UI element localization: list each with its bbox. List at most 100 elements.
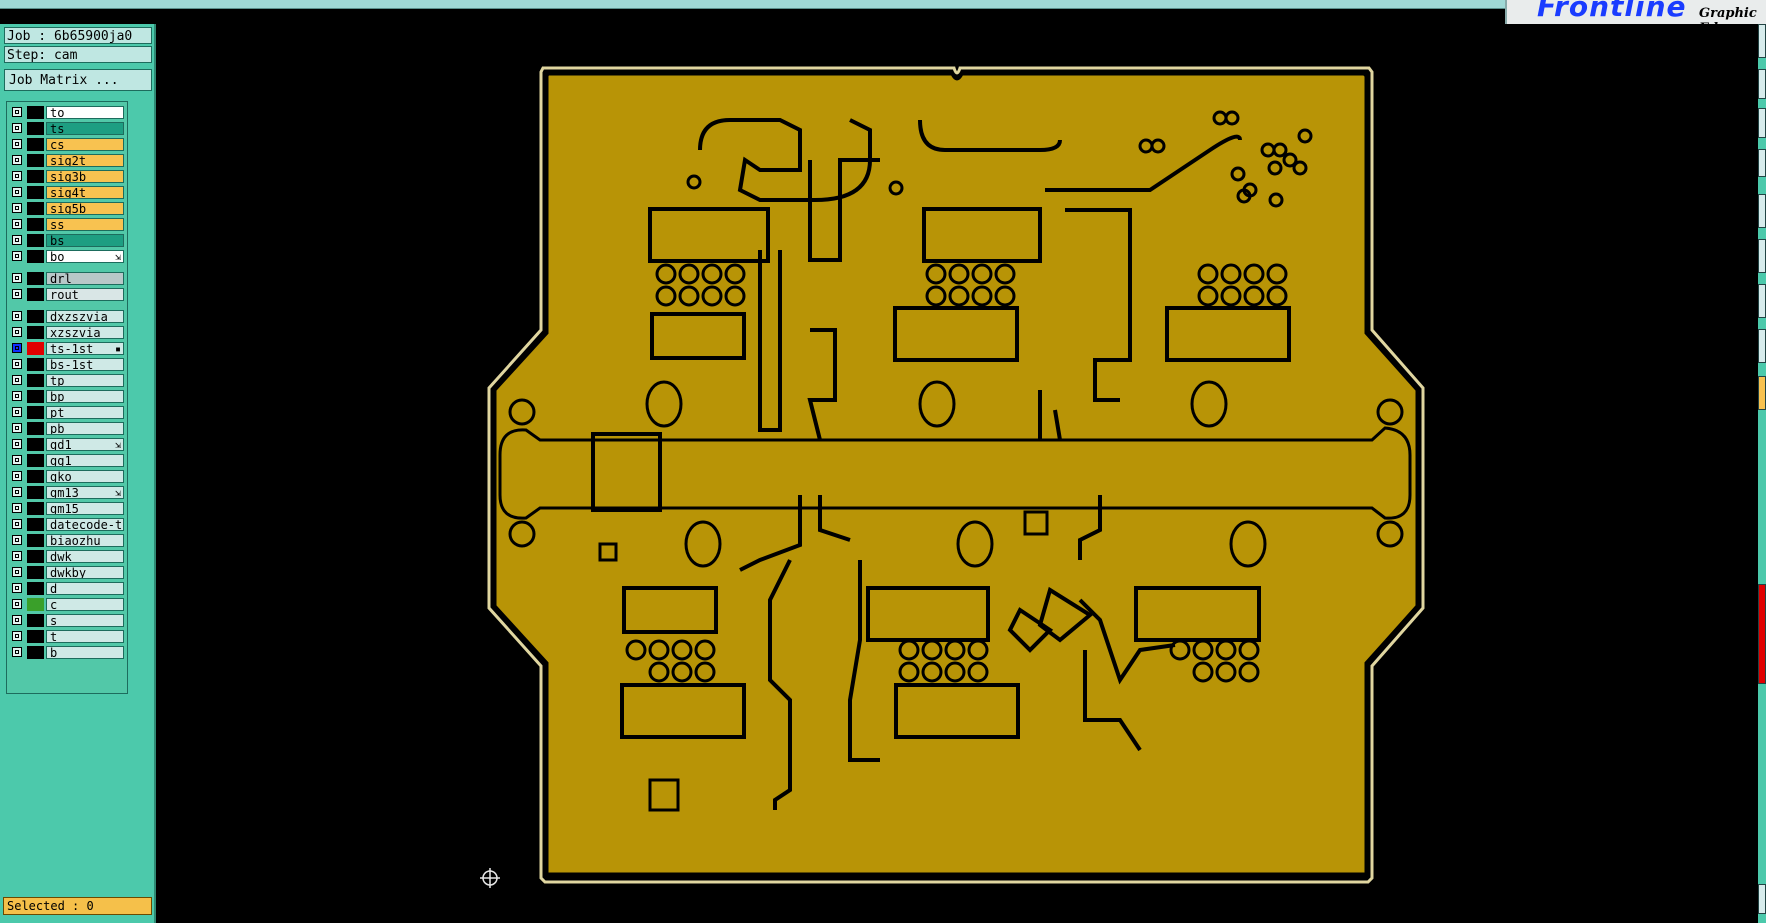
layer-checkbox[interactable] [12, 519, 22, 529]
layer-color-swatch[interactable] [27, 138, 44, 151]
layer-name[interactable]: rout [46, 288, 124, 301]
layer-color-swatch[interactable] [27, 614, 44, 627]
layer-checkbox[interactable] [12, 235, 22, 245]
layer-checkbox[interactable] [12, 375, 22, 385]
layer-row-gm13[interactable]: gm13⇲ [9, 485, 124, 500]
layer-name[interactable]: s [46, 614, 124, 627]
layer-checkbox[interactable] [12, 407, 22, 417]
layer-checkbox[interactable] [12, 123, 22, 133]
layer-color-swatch[interactable] [27, 234, 44, 247]
layer-checkbox[interactable] [12, 187, 22, 197]
layer-color-swatch[interactable] [27, 422, 44, 435]
layer-checkbox[interactable] [12, 583, 22, 593]
layer-row-ss[interactable]: ss [9, 217, 124, 232]
layer-color-swatch[interactable] [27, 202, 44, 215]
layer-name[interactable]: to [46, 106, 124, 119]
layer-row-bs-1st[interactable]: bs-1st [9, 357, 124, 372]
layer-name[interactable]: sig4t [46, 186, 124, 199]
layer-checkbox[interactable] [12, 107, 22, 117]
layer-row-drl[interactable]: drl [9, 271, 124, 286]
layer-row-ts-1st[interactable]: ts-1st▪ [9, 341, 124, 356]
layer-name[interactable]: dwkby [46, 566, 124, 579]
layer-checkbox[interactable] [12, 487, 22, 497]
layer-color-swatch[interactable] [27, 186, 44, 199]
layer-checkbox[interactable] [12, 203, 22, 213]
layer-name[interactable]: gko [46, 470, 124, 483]
layer-checkbox[interactable] [12, 251, 22, 261]
layer-color-swatch[interactable] [27, 218, 44, 231]
layer-row-gd1[interactable]: gd1⇲ [9, 437, 124, 452]
layer-color-swatch[interactable] [27, 358, 44, 371]
layer-name[interactable]: bp [46, 390, 124, 403]
layer-row-bp[interactable]: bp [9, 389, 124, 404]
layer-name[interactable]: ss [46, 218, 124, 231]
layer-color-swatch[interactable] [27, 390, 44, 403]
layer-checkbox[interactable] [12, 391, 22, 401]
job-matrix-button[interactable]: Job Matrix ... [4, 69, 152, 91]
layer-color-swatch[interactable] [27, 630, 44, 643]
layer-color-swatch[interactable] [27, 122, 44, 135]
layer-name[interactable]: cs [46, 138, 124, 151]
layer-checkbox[interactable] [12, 273, 22, 283]
layer-checkbox[interactable] [12, 567, 22, 577]
layer-checkbox[interactable] [12, 615, 22, 625]
layer-row-dxzszvia[interactable]: dxzszvia [9, 309, 124, 324]
layer-row-xzszvia[interactable]: xzszvia [9, 325, 124, 340]
layer-name[interactable]: bs-1st [46, 358, 124, 371]
layer-checkbox[interactable] [12, 139, 22, 149]
layer-row-datecode-to[interactable]: datecode-to [9, 517, 124, 532]
layer-name[interactable]: biaozhu [46, 534, 124, 547]
layer-checkbox[interactable] [12, 171, 22, 181]
layer-name[interactable]: dwk [46, 550, 124, 563]
layer-row-b[interactable]: b [9, 645, 124, 660]
layer-row-c[interactable]: c [9, 597, 124, 612]
layer-checkbox[interactable] [12, 155, 22, 165]
layer-name[interactable]: bs [46, 234, 124, 247]
layer-row-dwkby[interactable]: dwkby [9, 565, 124, 580]
layer-name[interactable]: ts [46, 122, 124, 135]
layer-name[interactable]: sig5b [46, 202, 124, 215]
layer-checkbox[interactable] [12, 631, 22, 641]
layer-color-swatch[interactable] [27, 486, 44, 499]
layer-checkbox[interactable] [12, 219, 22, 229]
layer-checkbox[interactable] [12, 471, 22, 481]
layer-row-dwk[interactable]: dwk [9, 549, 124, 564]
layer-color-swatch[interactable] [27, 582, 44, 595]
layer-name[interactable]: drl [46, 272, 124, 285]
layer-name[interactable]: dxzszvia [46, 310, 124, 323]
layer-row-sig2t[interactable]: sig2t [9, 153, 124, 168]
layer-color-swatch[interactable] [27, 310, 44, 323]
layer-checkbox[interactable] [12, 439, 22, 449]
layer-checkbox[interactable] [12, 343, 22, 353]
layer-color-swatch[interactable] [27, 566, 44, 579]
layer-color-swatch[interactable] [27, 272, 44, 285]
layer-checkbox[interactable] [12, 647, 22, 657]
layer-name[interactable]: sig3b [46, 170, 124, 183]
layer-name[interactable]: gm15 [46, 502, 124, 515]
layer-row-d[interactable]: d [9, 581, 124, 596]
layer-name[interactable]: sig2t [46, 154, 124, 167]
layer-row-sig5b[interactable]: sig5b [9, 201, 124, 216]
layer-color-swatch[interactable] [27, 170, 44, 183]
layer-color-swatch[interactable] [27, 470, 44, 483]
layer-color-swatch[interactable] [27, 342, 44, 355]
layer-row-bs[interactable]: bs [9, 233, 124, 248]
layer-checkbox[interactable] [12, 289, 22, 299]
layer-row-to[interactable]: to [9, 105, 124, 120]
layer-checkbox[interactable] [12, 535, 22, 545]
layer-row-gko[interactable]: gko [9, 469, 124, 484]
layer-row-pt[interactable]: pt [9, 405, 124, 420]
layer-checkbox[interactable] [12, 423, 22, 433]
layer-checkbox[interactable] [12, 503, 22, 513]
menu-bar[interactable] [0, 0, 1505, 9]
layer-color-swatch[interactable] [27, 438, 44, 451]
layer-row-sig3b[interactable]: sig3b [9, 169, 124, 184]
layer-name[interactable]: d [46, 582, 124, 595]
layer-color-swatch[interactable] [27, 598, 44, 611]
layer-checkbox[interactable] [12, 455, 22, 465]
layer-name[interactable]: bo⇲ [46, 250, 124, 263]
layer-color-swatch[interactable] [27, 374, 44, 387]
layer-color-swatch[interactable] [27, 518, 44, 531]
layer-name[interactable]: gm13⇲ [46, 486, 124, 499]
